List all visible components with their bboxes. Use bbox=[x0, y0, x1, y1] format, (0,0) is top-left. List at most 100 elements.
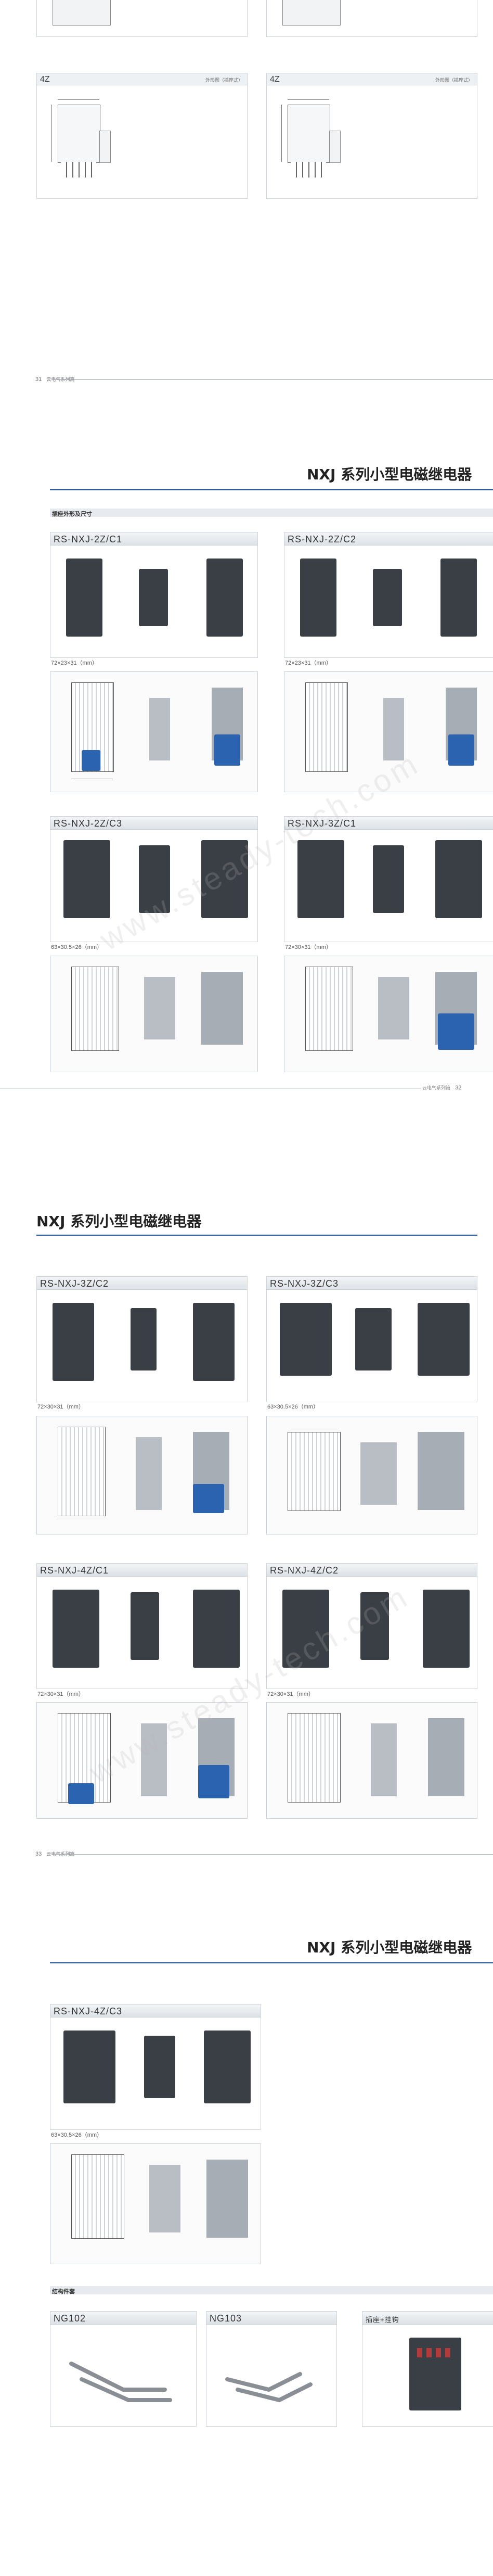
drawing-side-view bbox=[383, 698, 404, 760]
page-number-value: 32 bbox=[455, 1085, 462, 1091]
clip-drawing bbox=[82, 750, 100, 771]
card-header: RS-NXJ-4Z/C3 bbox=[50, 2004, 261, 2017]
card-dims: 72×30×31（mm） bbox=[37, 1691, 84, 1697]
partial-drawing bbox=[282, 0, 341, 26]
socket-side-photo bbox=[355, 1308, 392, 1371]
card-dims: 72×30×31（mm） bbox=[285, 944, 332, 950]
frame-label: 4Z bbox=[270, 75, 280, 84]
card-rs-nxj-3z-c3: RS-NXJ-3Z/C3 bbox=[266, 1276, 477, 1402]
card-rs-nxj-4z-c2: RS-NXJ-4Z/C2 bbox=[266, 1563, 477, 1689]
drawing-front-view bbox=[288, 1432, 341, 1511]
drawing-top-view bbox=[201, 972, 243, 1045]
frame-sublabel: 外形图（插座式） bbox=[205, 78, 243, 83]
dimension-line bbox=[51, 105, 52, 162]
socket-side-photo bbox=[131, 1592, 159, 1660]
socket-top-photo bbox=[418, 1303, 470, 1376]
socket-top-photo bbox=[423, 1590, 470, 1668]
frame-header: 4Z 外形图（插座式） bbox=[267, 73, 477, 85]
drawing-side-view bbox=[136, 1437, 162, 1510]
pins-drawing bbox=[61, 162, 96, 177]
socket-front-photo bbox=[282, 1590, 329, 1668]
socket-side-photo bbox=[373, 845, 404, 913]
socket-side-photo bbox=[139, 845, 170, 913]
drawing-front-view bbox=[305, 682, 348, 772]
clip-drawing bbox=[438, 1013, 474, 1050]
section-title: 结构件套 bbox=[52, 2289, 75, 2295]
page-number-value: 33 bbox=[35, 1851, 42, 1857]
card-title: RS-NXJ-2Z/C2 bbox=[288, 534, 357, 544]
card-title: RS-NXJ-3Z/C2 bbox=[40, 1278, 109, 1289]
card-rs-nxj-2z-c2: RS-NXJ-2Z/C2 bbox=[284, 532, 493, 658]
relay-red-marks bbox=[417, 2348, 453, 2357]
card-rs-nxj-4z-c3: RS-NXJ-4Z/C3 bbox=[50, 2004, 261, 2130]
socket-side-photo bbox=[139, 569, 168, 626]
card-dims: 72×30×31（mm） bbox=[267, 1691, 314, 1697]
socket-top-photo bbox=[204, 2031, 251, 2103]
socket-top-photo bbox=[440, 559, 477, 637]
drawing-top-view bbox=[428, 1718, 464, 1796]
socket-front-photo bbox=[280, 1303, 332, 1376]
card-header: RS-NXJ-3Z/C1 bbox=[284, 817, 493, 830]
drawing-front-view bbox=[71, 2154, 124, 2239]
card-dims: 63×30.5×26（mm） bbox=[51, 944, 103, 950]
clip-drawing bbox=[198, 1765, 229, 1798]
socket-side-photo bbox=[360, 1592, 389, 1660]
socket-front-photo bbox=[63, 840, 110, 918]
card-rs-nxj-4z-c1: RS-NXJ-4Z/C1 bbox=[36, 1563, 248, 1689]
dimension-line bbox=[288, 99, 329, 100]
dimension-line bbox=[58, 99, 99, 100]
card-rs-nxj-3z-c2: RS-NXJ-3Z/C2 bbox=[36, 1276, 248, 1402]
side-view-drawing bbox=[99, 131, 111, 163]
card-title: RS-NXJ-2Z/C3 bbox=[54, 818, 123, 829]
relay-outline-drawing bbox=[288, 105, 330, 163]
socket-front-photo bbox=[63, 2031, 115, 2103]
accessory-ng102: NG102 bbox=[50, 2311, 197, 2427]
accessory-name: 插座+挂钩 bbox=[366, 2316, 399, 2324]
socket-side-photo bbox=[144, 2036, 175, 2098]
side-view-drawing bbox=[329, 131, 341, 163]
socket-front-photo bbox=[66, 559, 102, 637]
card-rs-nxj-2z-c3: RS-NXJ-2Z/C3 bbox=[50, 816, 258, 942]
clip-ng102-drawing bbox=[69, 2362, 172, 2402]
frame-4z-left: 4Z 外形图（插座式） bbox=[36, 73, 248, 199]
card-header: RS-NXJ-2Z/C3 bbox=[50, 817, 257, 830]
page-footer-rule bbox=[52, 1854, 493, 1855]
card-header: RS-NXJ-2Z/C2 bbox=[284, 532, 493, 545]
section-bar: 结构件套 bbox=[50, 2286, 493, 2295]
frame-4z-right: 4Z 外形图（插座式） bbox=[266, 73, 477, 199]
top-partial-frame-left bbox=[36, 0, 248, 37]
top-partial-frame-right bbox=[266, 0, 477, 37]
card-dims: 72×30×31（mm） bbox=[37, 1404, 84, 1410]
drawing-front-view bbox=[288, 1713, 341, 1803]
socket-top-photo bbox=[193, 1590, 240, 1668]
socket-side-photo bbox=[131, 1308, 157, 1371]
dimension-line bbox=[281, 105, 282, 162]
card-header: 插座+挂钩 bbox=[362, 2312, 493, 2325]
card-header: RS-NXJ-2Z/C1 bbox=[50, 532, 257, 545]
drawing-front-view bbox=[58, 1427, 106, 1516]
drawing-front-view bbox=[305, 967, 353, 1051]
card-dims: 72×23×31（mm） bbox=[51, 660, 98, 666]
drawing-side-view bbox=[149, 2165, 180, 2232]
drawing-2z-c1 bbox=[50, 671, 258, 792]
socket-front-photo bbox=[300, 559, 336, 637]
card-header: RS-NXJ-3Z/C2 bbox=[37, 1277, 247, 1290]
pins-drawing bbox=[291, 162, 326, 177]
clip-drawing bbox=[214, 734, 240, 766]
card-header: RS-NXJ-4Z/C2 bbox=[267, 1564, 477, 1577]
page-title: NXJ 系列小型电磁继电器 bbox=[307, 1939, 472, 1956]
clip-drawing bbox=[68, 1783, 94, 1804]
accessory-name: NG103 bbox=[210, 2313, 242, 2324]
socket-front-photo bbox=[53, 1590, 99, 1668]
frame-header: 4Z 外形图（插座式） bbox=[37, 73, 247, 85]
drawing-3z-c3 bbox=[266, 1416, 477, 1534]
section-bar: 插座外形及尺寸 bbox=[50, 509, 493, 517]
page-footer: 云电气系列篇 32 bbox=[422, 1084, 461, 1091]
card-header: RS-NXJ-4Z/C1 bbox=[37, 1564, 247, 1577]
drawing-side-view bbox=[371, 1723, 397, 1796]
drawing-front-view bbox=[71, 967, 119, 1051]
frame-sublabel: 外形图（插座式） bbox=[435, 78, 473, 83]
card-dims: 72×23×31（mm） bbox=[285, 660, 332, 666]
drawing-top-view bbox=[418, 1432, 464, 1510]
card-header: NG102 bbox=[50, 2312, 196, 2325]
